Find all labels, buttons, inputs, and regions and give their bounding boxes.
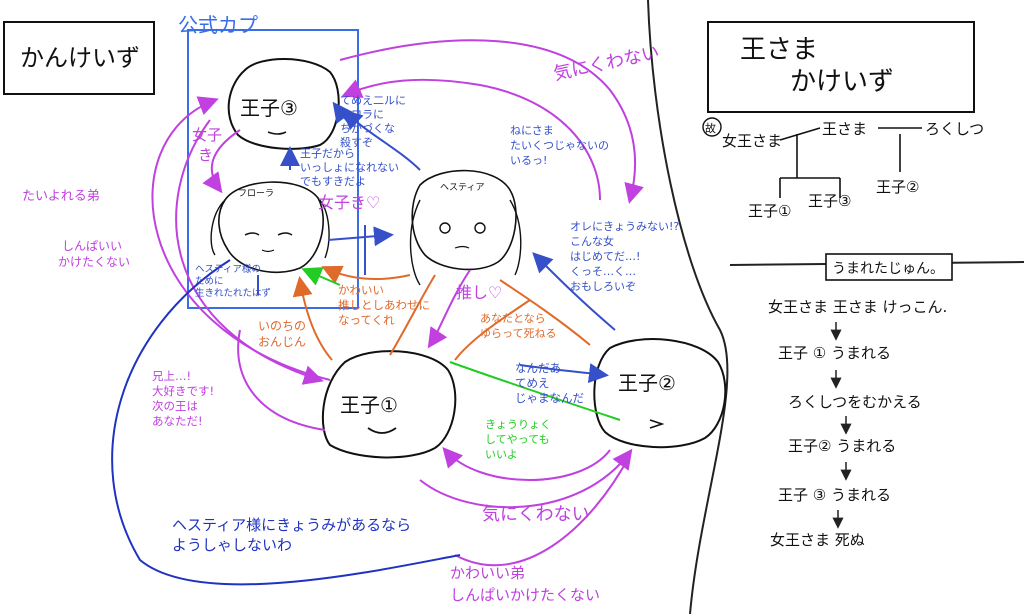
tree-king: 王さま [822,120,867,138]
arrow-p2-oshi-hestia [427,269,471,349]
label-flora-threat: てめえ二ルにフロラにちかづくな殺すぞ [340,94,406,149]
title-text: かんけいず [20,44,140,72]
official-couple-label: 公式カプ [178,13,258,37]
arrow-p1-to-flora-life [292,276,333,361]
label-dont-worry: しんぱいいかけたくない [58,239,130,269]
birth-step-2: 王子 ① うまれる [778,344,891,362]
birth-step-1: 女王さま 王さま けっこん. [768,298,947,316]
hestia-node: ヘスティア [409,169,522,286]
arrow-p3-to-p2-annoyed [339,39,644,204]
arrow-p2-to-p1-annoyed [442,446,611,481]
prince2-label: 王子② [618,371,676,395]
label-p3-quote: 王子だからいっしょになれないでもすきだよ [300,147,399,188]
label-like: 女子き [192,126,222,164]
label-green-cooperate: きょうりょくしてやってもいいよ [485,418,551,461]
prince2-node: 王子② [593,338,727,449]
flora-node: フローラ [210,181,330,274]
birth-order: うまれたじゅん。 女王さま 王さま けっこん. 王子 ① うまれる ろくしつをむ… [768,253,953,549]
label-hestia-note: ヘスティア様のために生きれたれたはず [195,263,271,299]
arrow-p1-to-flora-green [301,267,341,286]
tree-queen: 女王さま [722,132,782,150]
label-bottom-note: ヘスティア様にきょうみがあるならようしゃしないわ [172,516,411,554]
birth-step-5: 王子 ③ うまれる [778,486,891,504]
tree-p3: 王子③ [808,192,851,210]
arrow-p1-next-king [237,329,326,431]
birth-order-heading: うまれたじゅん。 [832,261,944,277]
arrow-bottom-cute-brother [454,454,631,567]
arrow-p2-to-p1-orange [454,299,531,361]
label-annoyed-top: 気にくわない [552,42,662,85]
label-p2-die-together: あなたとならゆらって死ねる [480,312,556,340]
arrow-p1-to-p2-annoyed [419,448,633,509]
tree-p1: 王子① [748,202,791,220]
arrow-flora-long-blue [111,259,461,586]
label-little-brother: たいよれる弟 [22,189,100,204]
label-hestia-to-p2: オレにきょうみない!?こんな女はじめてだ…!くっそ…く…おもしろいぞ [570,220,679,293]
label-next-king: 兄上…!大好きです!次の王はあなただ! [152,369,214,428]
label-hestia-to-p3: ねにさまたいくつじゃないのいるっ! [510,124,609,167]
tree-rokushitsu: ろくしつ [925,120,984,138]
arrow-hestia-to-p3 [342,109,421,171]
arrow-p2-to-p1-green [449,361,621,421]
family-tree-title-1: 王さま [740,35,818,65]
arrow-p2-to-p3-annoyed [341,78,601,201]
prince1-label: 王子① [340,393,398,417]
label-annoyed-bottom: 気にくわない [482,504,590,525]
prince3-label: 王子③ [240,96,298,120]
arrow-p2-to-hestia [532,252,616,331]
flora-label: フローラ [238,188,274,199]
label-life-debt: いのちのおんじん [258,319,306,349]
arrow-p3-to-flora-like [202,129,241,194]
arrow-p1-to-p2-blue [519,363,609,384]
birth-step-3: ろくしつをむかえる [788,393,922,411]
arrow-hestia-to-flora-cute [321,265,411,284]
arrow-p3-to-p1-brother [175,119,324,385]
label-cute-happy: かわいい推しとしあわせになってくれ [338,283,430,327]
arrow-hestia-to-p1 [389,274,436,356]
title-box: かんけいず [3,21,155,95]
arrow-hestia-to-p2 [499,279,591,346]
hestia-label: ヘスティア [440,182,484,193]
label-princess-like: 女子き♡ [318,193,380,212]
divider-vertical [647,0,729,614]
label-cute-brother: かわいい弟しんぱいかけたくない [450,564,600,604]
official-couple-box [187,29,359,309]
tree-p2: 王子② [876,178,919,196]
family-tree: 王さま かけいず 故 女王さま 王さま ろくしつ 王子① 王子③ 王子② [702,21,984,220]
label-p1-to-p2: なんだあてめえじゃまなんだ [515,361,584,405]
prince1-node: 王子① [321,350,457,459]
arrow-flora-to-hestia [327,226,394,247]
prince3-node: 王子③ [227,58,340,150]
label-oshi: 推し♡ [456,283,502,302]
family-tree-title-2: かけいず [790,67,894,97]
birth-step-4: 王子② うまれる [788,437,896,455]
queen-deceased-mark: 故 [705,121,716,135]
birth-step-6: 女王さま 死ぬ [770,531,865,549]
